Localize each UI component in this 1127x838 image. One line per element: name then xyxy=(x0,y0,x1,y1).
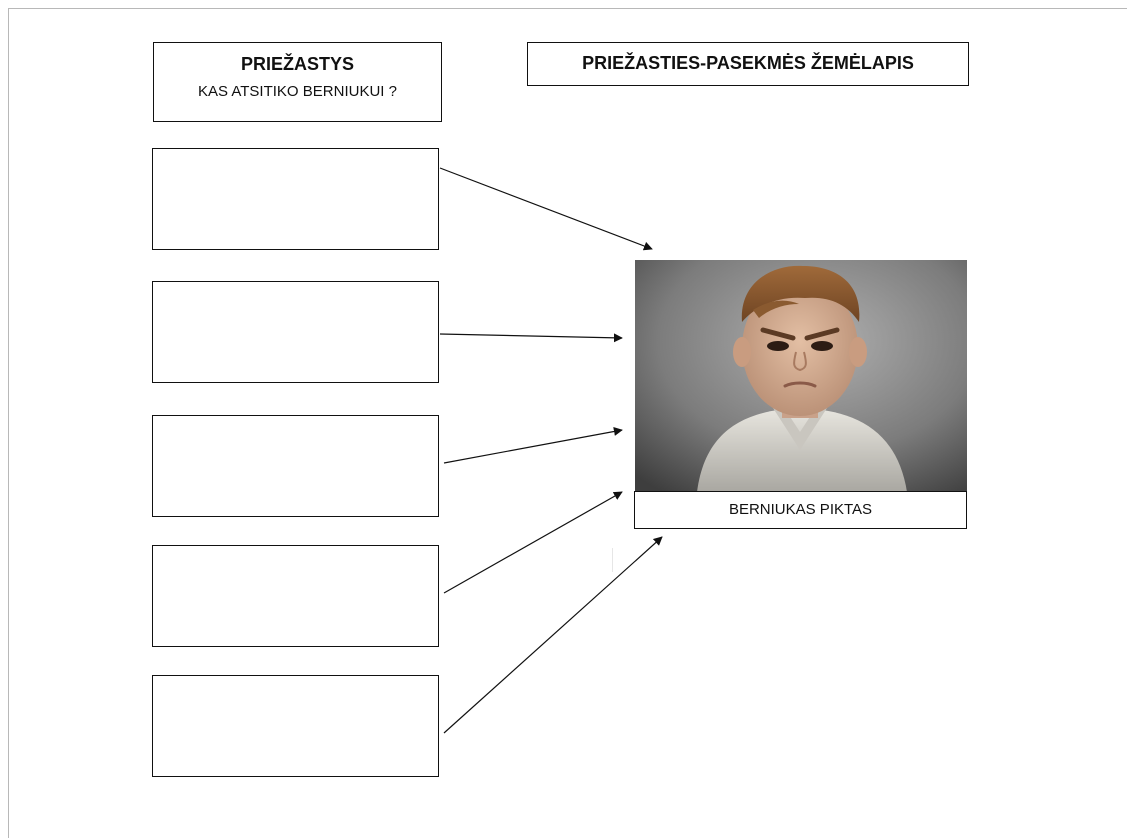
cause-box-2[interactable] xyxy=(152,281,439,383)
cause-box-1[interactable] xyxy=(152,148,439,250)
cause-box-3[interactable] xyxy=(152,415,439,517)
causes-title: PRIEŽASTYS xyxy=(240,54,355,74)
causes-subtitle: KAS ATSITIKO BERNIUKUI ? xyxy=(198,83,397,100)
page-frame xyxy=(8,8,1127,838)
angry-boy-illustration xyxy=(635,260,967,492)
cause-box-5[interactable] xyxy=(152,675,439,777)
effect-caption: BERNIUKAS PIKTAS xyxy=(634,491,967,529)
causes-header: PRIEŽASTYS KAS ATSITIKO BERNIUKUI ? xyxy=(153,42,442,122)
divider xyxy=(612,548,613,572)
cause-box-4[interactable] xyxy=(152,545,439,647)
angry-boy-photo xyxy=(635,260,967,492)
map-title: PRIEŽASTIES-PASEKMĖS ŽEMĖLAPIS xyxy=(527,42,969,86)
